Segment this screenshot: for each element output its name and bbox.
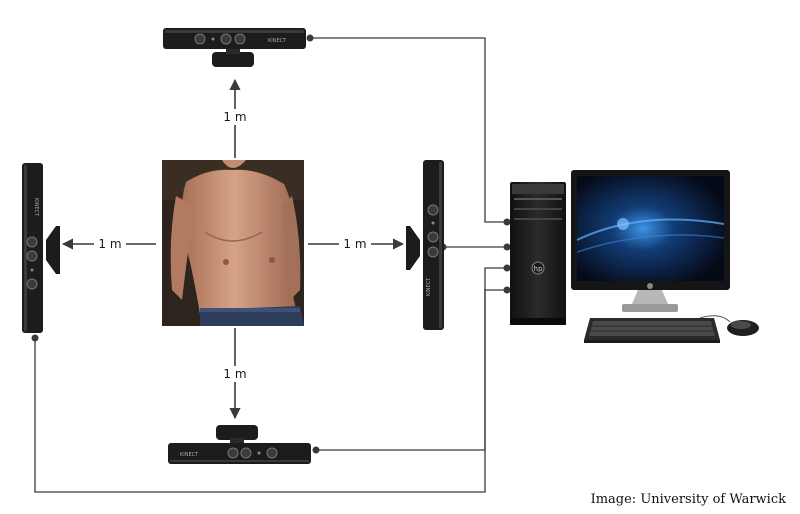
kinect-sensor-right: KINECT — [406, 160, 444, 330]
kinect-sensor-top: KINECT — [163, 28, 306, 67]
sensor-brand-bottom: KINECT — [180, 452, 199, 458]
computer-tower: hp — [510, 182, 566, 325]
cable-bottom-sensor — [312, 264, 511, 454]
cable-top-sensor — [306, 34, 511, 226]
image-credit: Image: University of Warwick — [590, 492, 786, 507]
distance-label-right: 1 m — [343, 237, 366, 251]
distance-label-left: 1 m — [98, 237, 121, 251]
cable-left-sensor — [31, 286, 511, 493]
computer-monitor — [571, 170, 730, 312]
svg-text:hp: hp — [534, 265, 543, 273]
kinect-sensor-left: KINECT — [22, 163, 60, 333]
distance-label-bottom: 1 m — [223, 367, 246, 381]
torso-photo — [162, 160, 304, 326]
sensor-brand-left: KINECT — [33, 198, 39, 217]
distance-label-top: 1 m — [223, 110, 246, 124]
kinect-sensor-bottom: KINECT — [168, 425, 311, 464]
sensor-brand-top: KINECT — [268, 38, 287, 44]
keyboard — [584, 318, 720, 343]
cable-right-sensor — [439, 243, 511, 251]
sensor-brand-right: KINECT — [426, 277, 432, 296]
mouse — [699, 315, 759, 336]
